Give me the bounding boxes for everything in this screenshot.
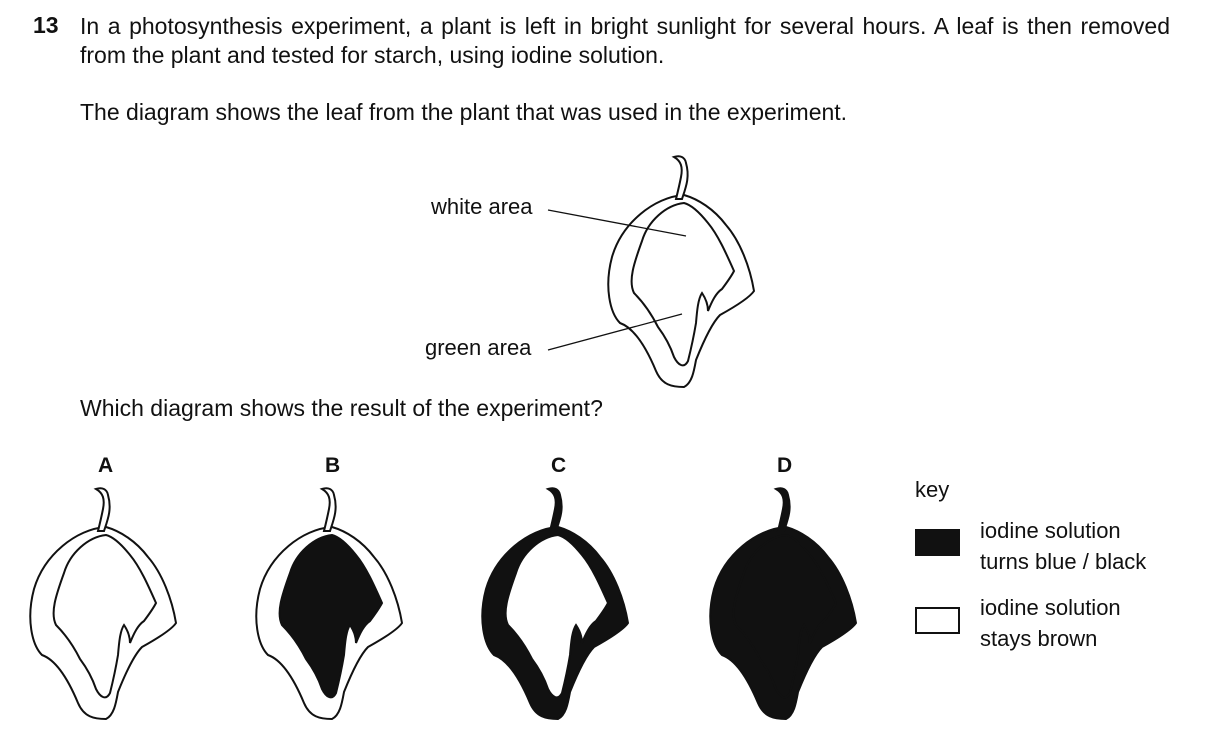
- white-area-label: white area: [431, 194, 533, 219]
- option-b-letter[interactable]: B: [325, 454, 341, 477]
- option-d-letter[interactable]: D: [777, 454, 793, 477]
- key-white-description: iodine solution stays brown: [980, 592, 1121, 654]
- question-stem: In a photosynthesis experiment, a plant …: [80, 13, 1170, 68]
- option-c-leaf[interactable]: [481, 487, 629, 720]
- experiment-leaf: [607, 155, 755, 388]
- option-d-leaf[interactable]: [709, 487, 857, 720]
- option-c-letter[interactable]: C: [551, 454, 567, 477]
- option-a-leaf[interactable]: [29, 487, 177, 720]
- key-black-line2: turns blue / black: [980, 549, 1147, 574]
- white-area-leader-line: [547, 209, 687, 237]
- option-a-letter[interactable]: A: [98, 454, 114, 477]
- key-white-line1: iodine solution: [980, 595, 1121, 620]
- key-white-line2: stays brown: [980, 626, 1098, 651]
- key-white-swatch: [915, 607, 960, 634]
- key-title: key: [915, 477, 950, 502]
- key-black-line1: iodine solution: [980, 518, 1121, 543]
- diagram-intro: The diagram shows the leaf from the plan…: [80, 99, 848, 125]
- question-prompt: Which diagram shows the result of the ex…: [80, 395, 603, 421]
- green-area-label: green area: [425, 335, 532, 360]
- key-black-description: iodine solution turns blue / black: [980, 515, 1146, 577]
- green-area-leader-line: [547, 313, 683, 351]
- option-b-leaf[interactable]: [255, 487, 403, 720]
- question-number: 13: [33, 12, 59, 38]
- key-black-swatch: [915, 529, 960, 556]
